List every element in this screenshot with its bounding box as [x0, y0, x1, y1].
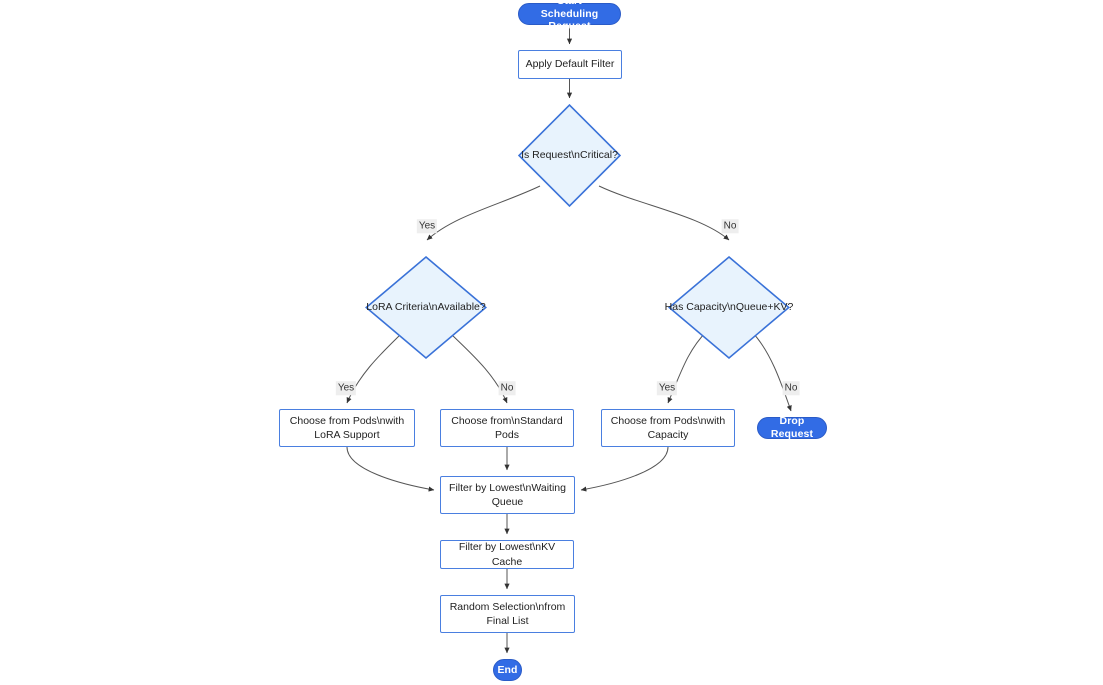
- node-label-has_capacity: Has Capacity\nQueue+KV?: [664, 300, 794, 313]
- node-drop_request[interactable]: Drop Request: [757, 415, 827, 440]
- node-apply_filter[interactable]: Apply Default Filter: [518, 50, 622, 79]
- edge-label-lora_criteria-to-pods_lora: Yes: [335, 381, 357, 395]
- node-label-pods_standard: Choose from\nStandard Pods: [451, 414, 563, 441]
- node-pods_lora[interactable]: Choose from Pods\nwith LoRA Support: [279, 409, 415, 447]
- node-label-end: End: [497, 663, 518, 676]
- node-label-pods_lora: Choose from Pods\nwith LoRA Support: [289, 414, 405, 441]
- node-is_critical[interactable]: Is Request\nCritical?: [518, 104, 621, 207]
- node-random_selection[interactable]: Random Selection\nfrom Final List: [440, 595, 575, 633]
- node-label-filter_kv: Filter by Lowest\nKV Cache: [458, 541, 556, 568]
- node-label-random_selection: Random Selection\nfrom Final List: [449, 600, 566, 627]
- node-pods_standard[interactable]: Choose from\nStandard Pods: [440, 409, 574, 447]
- node-filter_queue[interactable]: Filter by Lowest\nWaiting Queue: [440, 476, 575, 514]
- diamond-shape-has_capacity: [668, 256, 790, 359]
- node-label-apply_filter: Apply Default Filter: [525, 58, 615, 71]
- edge-label-has_capacity-to-pods_capacity: Yes: [656, 381, 678, 395]
- node-lora_criteria[interactable]: LoRA Criteria\nAvailable?: [365, 256, 487, 359]
- node-label-lora_criteria: LoRA Criteria\nAvailable?: [366, 300, 486, 313]
- node-label-pods_capacity: Choose from Pods\nwith Capacity: [610, 414, 726, 441]
- diamond-shape-is_critical: [518, 104, 621, 207]
- node-end[interactable]: End: [493, 659, 522, 681]
- node-pods_capacity[interactable]: Choose from Pods\nwith Capacity: [601, 409, 735, 447]
- node-label-drop_request: Drop Request: [770, 415, 814, 440]
- edge-pods_lora-to-filter_queue: [346, 446, 435, 492]
- edge-label-is_critical-to-has_capacity: No: [721, 219, 739, 233]
- edge-label-is_critical-to-lora_criteria: Yes: [416, 219, 438, 233]
- node-has_capacity[interactable]: Has Capacity\nQueue+KV?: [665, 256, 793, 359]
- node-label-start: Start Scheduling Request: [540, 0, 599, 33]
- edge-label-has_capacity-to-drop_request: No: [782, 381, 800, 395]
- node-label-is_critical: Is Request\nCritical?: [521, 148, 618, 161]
- edge-label-lora_criteria-to-pods_standard: No: [498, 381, 516, 395]
- node-label-filter_queue: Filter by Lowest\nWaiting Queue: [449, 481, 566, 508]
- node-start[interactable]: Start Scheduling Request: [518, 0, 621, 32]
- edge-pods_capacity-to-filter_queue: [580, 446, 669, 492]
- diamond-shape-lora_criteria: [365, 256, 487, 359]
- node-filter_kv[interactable]: Filter by Lowest\nKV Cache: [440, 540, 574, 569]
